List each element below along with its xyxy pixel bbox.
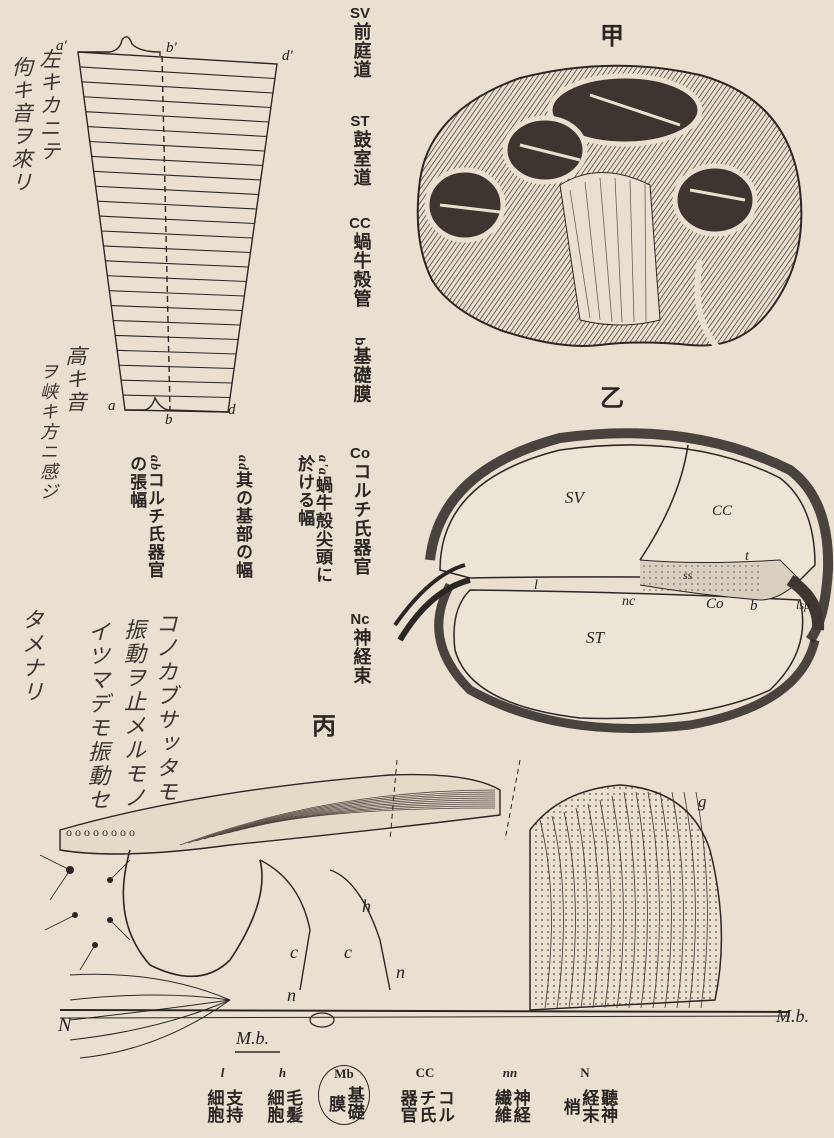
- label-n-1: n: [396, 962, 405, 983]
- legend-item-N: N 聽神経末梢: [560, 1065, 610, 1131]
- legend: N 聽神経末梢 nn 神経繊維 CC コルチ氏器官 Mb 基礎膜 h 毛髪細胞 …: [190, 1065, 610, 1135]
- svg-text:o o o o o o o o: o o o o o o o o: [66, 825, 135, 839]
- legend-item-h: h 毛髪細胞: [260, 1065, 305, 1131]
- label-mb-right: M.b.: [776, 1006, 809, 1027]
- label-g: g: [698, 792, 707, 812]
- label-n-2: n: [287, 985, 296, 1006]
- legend-item-nn: nn 神経繊維: [485, 1065, 535, 1131]
- legend-item-mb: Mb 基礎膜: [318, 1065, 370, 1125]
- label-N: N: [58, 1014, 71, 1037]
- label-c-1: c: [290, 942, 298, 963]
- label-mb-left: M.b.: [236, 1028, 269, 1049]
- label-h: h: [362, 896, 371, 917]
- legend-item-cc: CC コルチ氏器官: [395, 1065, 455, 1131]
- legend-item-l: l 支持細胞: [200, 1065, 245, 1131]
- label-c-2: c: [344, 942, 352, 963]
